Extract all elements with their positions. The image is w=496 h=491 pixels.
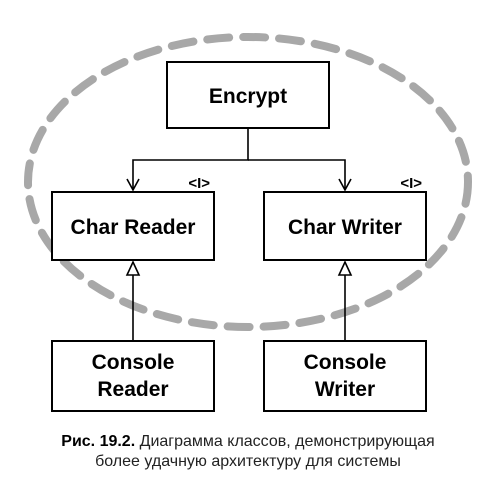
class-char-writer-label: Char Writer <box>288 216 402 239</box>
subsystem-boundary <box>24 33 472 331</box>
caption-text-1: Диаграмма классов, демонстрирующая <box>139 433 435 450</box>
class-char-reader-label: Char Reader <box>71 216 196 239</box>
class-char-writer: Char Writer <I> <box>263 175 427 261</box>
interface-marker-char-reader: <I> <box>188 175 210 192</box>
association-encrypt-charreader <box>126 128 249 192</box>
association-encrypt-charwriter <box>248 159 352 192</box>
class-console-writer-label-line1: Console <box>304 351 387 374</box>
class-char-reader: Char Reader <I> <box>51 175 215 261</box>
figure-caption: Рис. 19.2. Диаграмма классов, демонстрир… <box>0 432 496 472</box>
class-console-reader-label-line2: Reader <box>97 378 168 401</box>
class-console-writer-label-line2: Writer <box>315 378 375 401</box>
caption-figure-label: Рис. 19.2. <box>61 433 136 450</box>
caption-line-1: Рис. 19.2. Диаграмма классов, демонстрир… <box>0 432 496 452</box>
class-console-reader-label-line1: Console <box>92 351 175 374</box>
interface-marker-char-writer: <I> <box>400 175 422 192</box>
caption-line-2: более удачную архитектуру для системы <box>95 453 401 470</box>
class-diagram: Encrypt Char Reader <I> Char Writer <I> … <box>24 33 472 412</box>
class-console-writer: Console Writer <box>263 340 427 412</box>
class-encrypt-label: Encrypt <box>209 85 287 108</box>
class-console-reader: Console Reader <box>51 340 215 412</box>
class-encrypt: Encrypt <box>166 61 330 129</box>
